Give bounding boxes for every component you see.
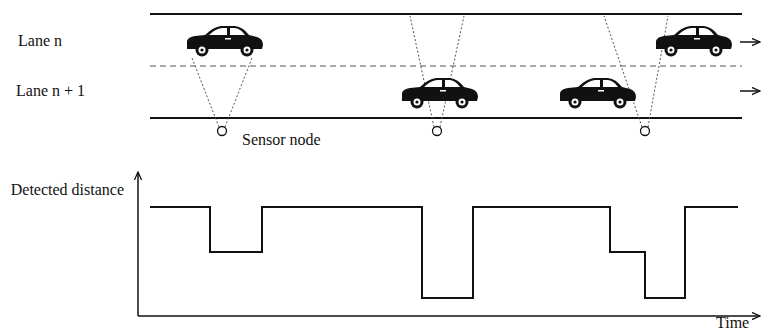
sensor-label: Sensor node (242, 131, 321, 148)
car (656, 26, 732, 57)
lane-label: Lane n (18, 32, 62, 49)
direction-arrow (740, 90, 760, 92)
road-edge (150, 13, 742, 15)
lane-label-box: Lane n + 1 (16, 81, 136, 100)
distance-signal (150, 207, 738, 298)
sensor-node (641, 127, 650, 136)
sensor-beam (192, 16, 668, 127)
axis-label-box: Time (716, 313, 762, 332)
car (560, 78, 636, 109)
lane-label-box: Lane n (18, 31, 128, 50)
y-axis (137, 172, 139, 316)
axis-label: Time (716, 314, 749, 331)
sensor-node (433, 127, 442, 136)
sensor-node (218, 127, 227, 136)
lane-divider (150, 65, 742, 66)
road-edge (150, 117, 742, 119)
axis-label-box: Detected distance (8, 180, 124, 199)
sensor-label-box: Sensor node (242, 130, 362, 149)
x-axis (138, 315, 760, 317)
car (402, 78, 478, 109)
car (187, 26, 263, 57)
direction-arrow (740, 41, 760, 43)
axis-label: Detected distance (11, 181, 124, 198)
lane-label: Lane n + 1 (16, 82, 85, 99)
